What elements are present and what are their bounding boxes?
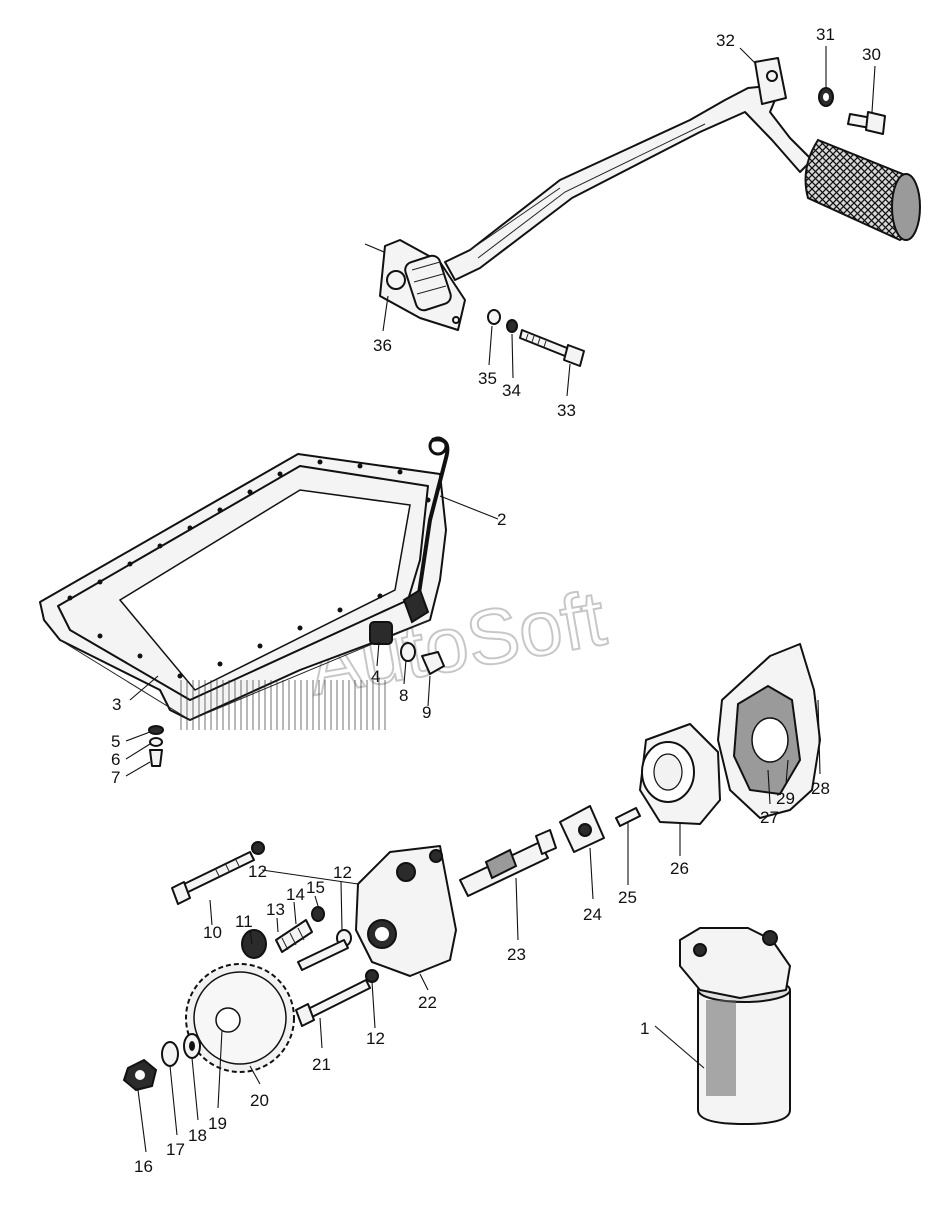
pedal-pad — [804, 138, 921, 242]
callout-31: 31 — [816, 25, 835, 44]
callout-19: 19 — [208, 1114, 227, 1133]
oil-pump-assembly — [122, 643, 821, 1092]
oil-filter — [679, 927, 791, 1125]
callout-9: 9 — [422, 703, 431, 722]
callout-4: 4 — [371, 667, 380, 686]
callout-20: 20 — [250, 1091, 269, 1110]
pump-cover — [717, 643, 821, 819]
callout-6: 6 — [111, 750, 120, 769]
callout-2: 2 — [497, 510, 506, 529]
callout-28: 28 — [811, 779, 830, 798]
callout-30: 30 — [862, 45, 881, 64]
callout-12-upper: 12 — [248, 862, 267, 881]
callout-12-body: 12 — [333, 863, 352, 882]
callout-26: 26 — [670, 859, 689, 878]
callout-27: 27 — [760, 808, 779, 827]
callout-12-lower: 12 — [366, 1029, 385, 1048]
callout-34: 34 — [502, 381, 521, 400]
callout-8: 8 — [399, 686, 408, 705]
callout-24: 24 — [583, 905, 602, 924]
callout-15: 15 — [306, 878, 325, 897]
leader-lines — [125, 46, 876, 1153]
callout-36: 36 — [373, 336, 392, 355]
callout-5: 5 — [111, 732, 120, 751]
callout-29: 29 — [776, 789, 795, 808]
callout-1: 1 — [640, 1019, 649, 1038]
callout-22: 22 — [418, 993, 437, 1012]
callout-25: 25 — [618, 888, 637, 907]
pedal-lever-assembly — [379, 57, 921, 367]
callout-21: 21 — [312, 1055, 331, 1074]
callout-3: 3 — [112, 695, 121, 714]
callout-17: 17 — [166, 1140, 185, 1159]
callout-7: 7 — [111, 768, 120, 787]
callout-labels: 1 2 3 4 8 9 5 6 7 10 11 12 12 12 13 14 1… — [111, 25, 881, 1176]
callout-35: 35 — [478, 369, 497, 388]
oil-sump-pan — [39, 436, 450, 767]
callout-23: 23 — [507, 945, 526, 964]
callout-13: 13 — [266, 900, 285, 919]
callout-11: 11 — [235, 912, 253, 931]
callout-33: 33 — [557, 401, 576, 420]
callout-10: 10 — [203, 923, 222, 942]
outer-rotor — [639, 723, 721, 825]
callout-16: 16 — [134, 1157, 153, 1176]
callout-18: 18 — [188, 1126, 207, 1145]
callout-14: 14 — [286, 885, 305, 904]
callout-32: 32 — [716, 31, 735, 50]
drive-gear — [185, 963, 295, 1073]
